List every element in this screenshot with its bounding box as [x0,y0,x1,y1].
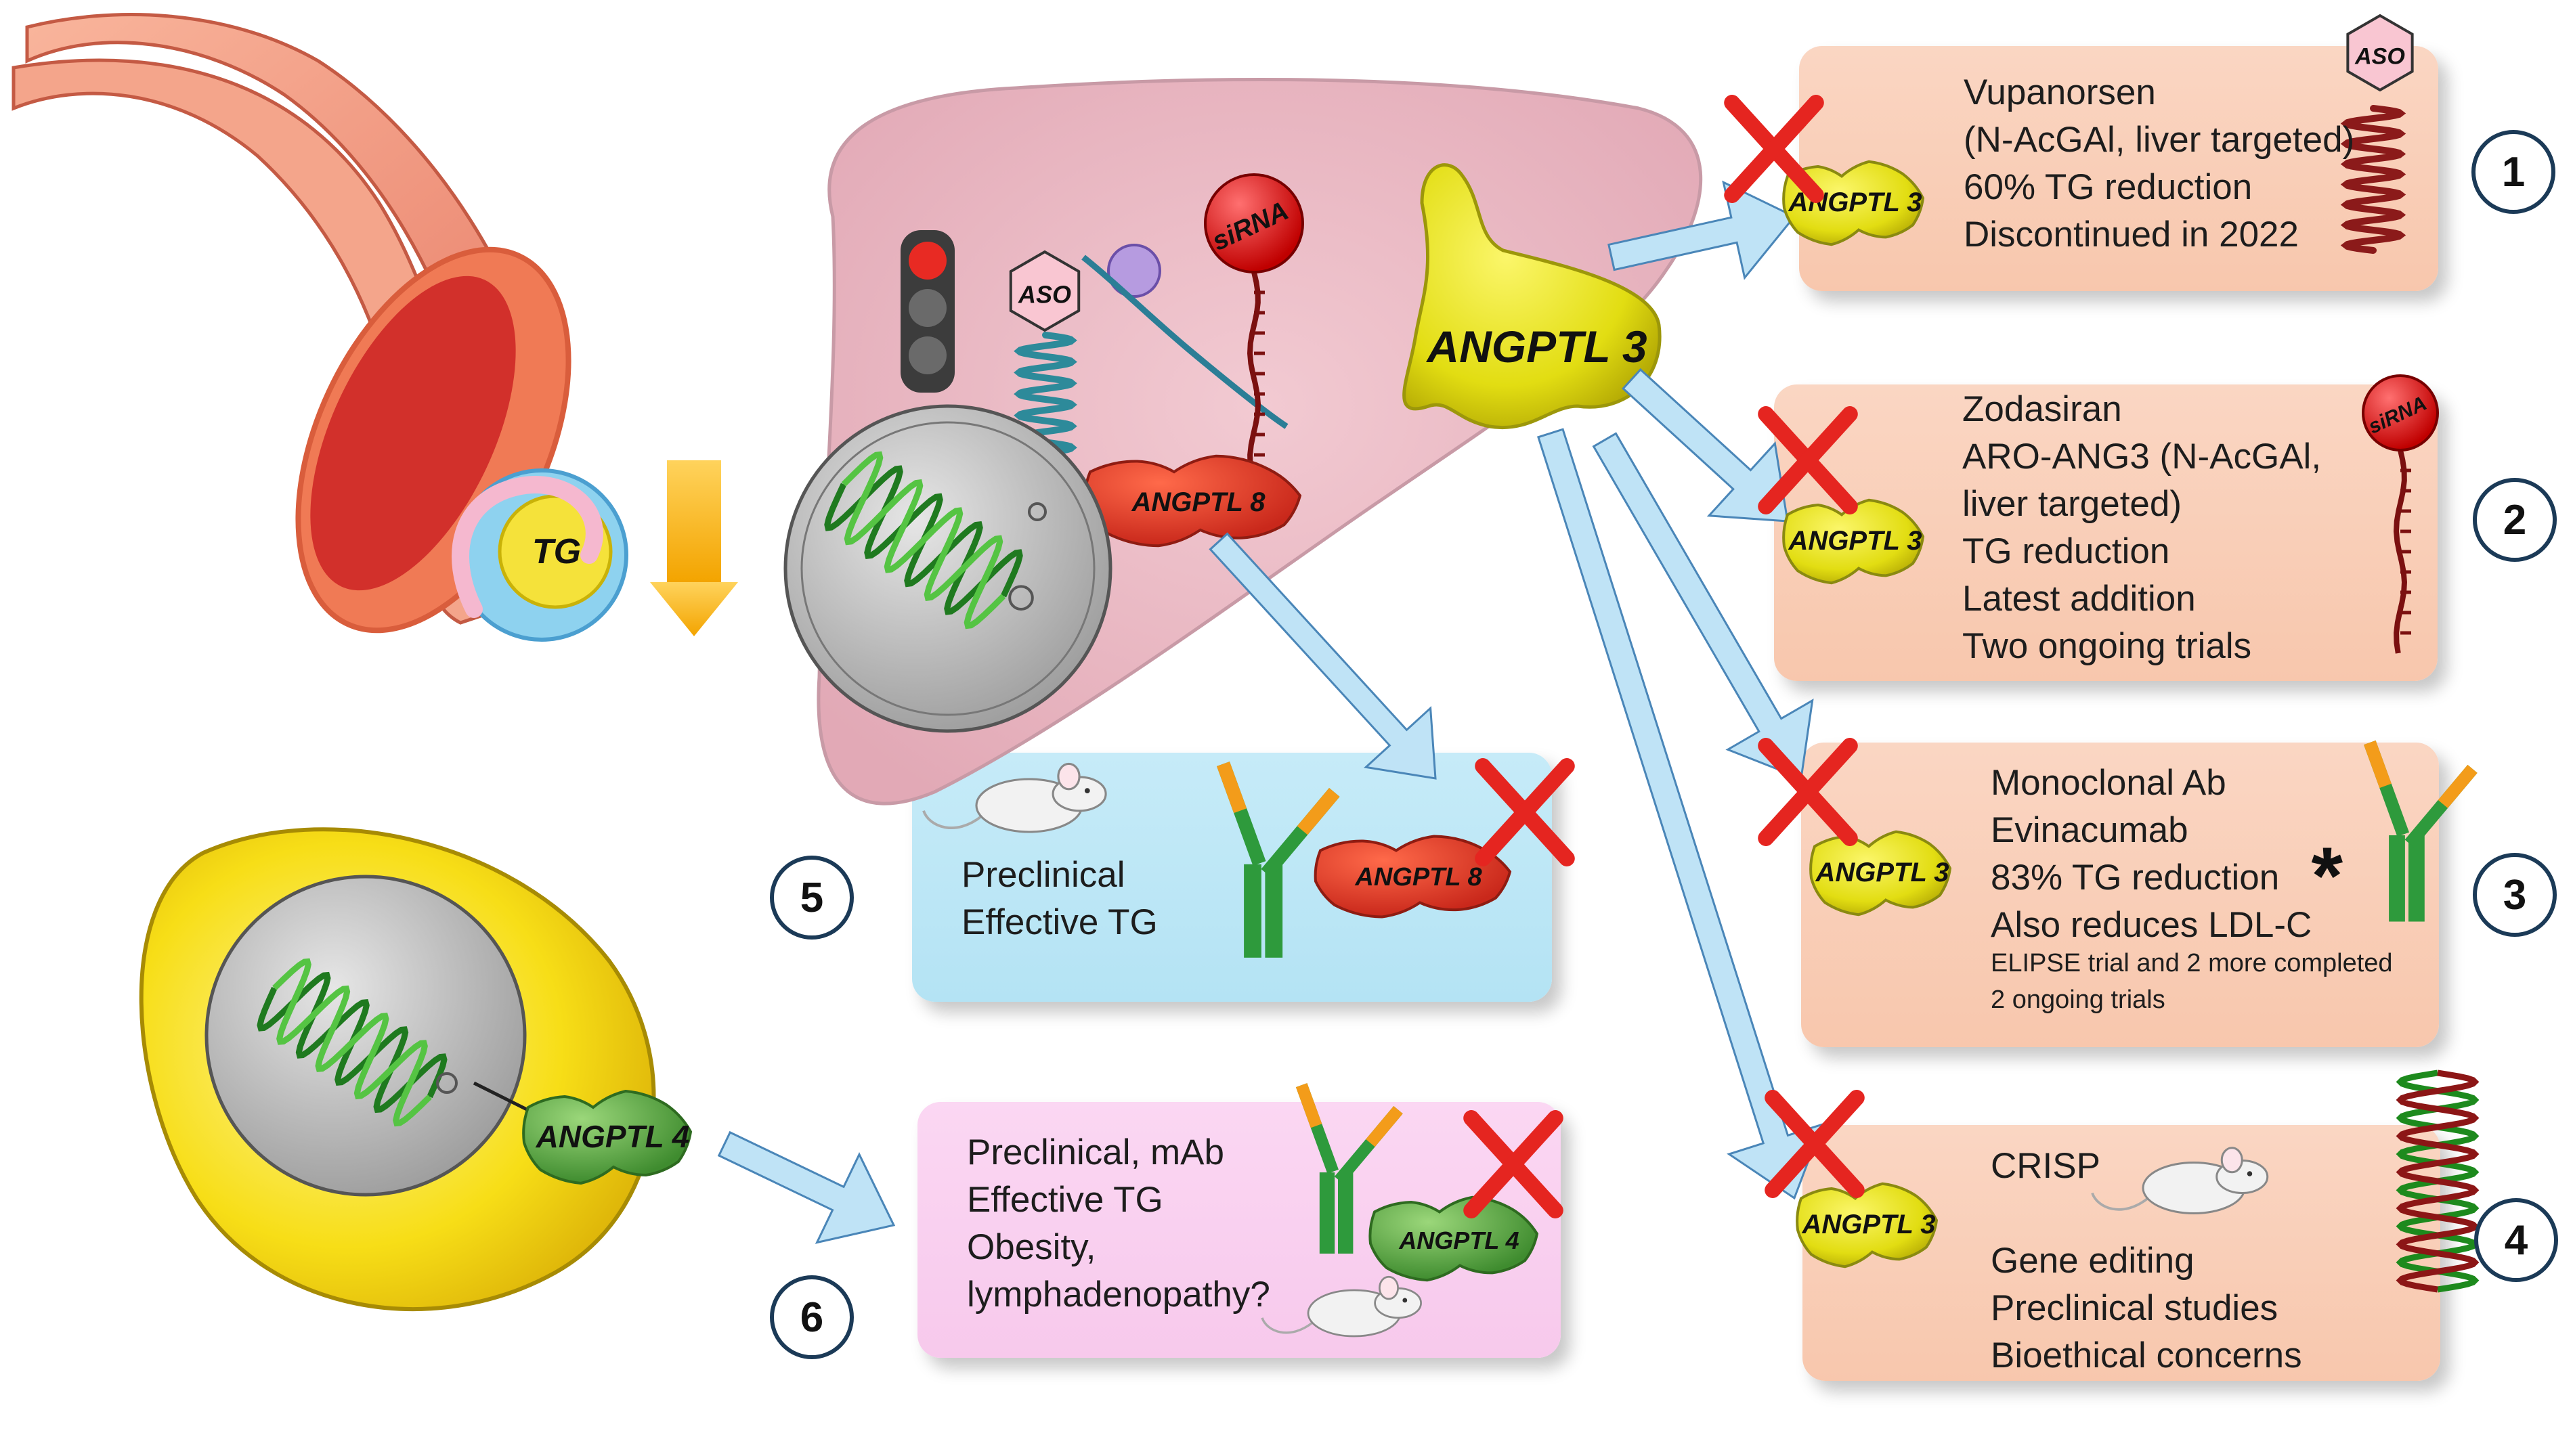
panel-6-line: lymphadenopathy? [967,1275,1270,1315]
angptl4-label: ANGPTL 4 [536,1119,690,1154]
angptl8-label: ANGPTL 8 [1131,487,1266,517]
dna-helix-fat [257,958,448,1127]
vessel-wall [12,58,503,625]
nucleus-body [783,404,1112,733]
traffic-red [909,242,947,280]
panel-4-line: CRISP [1991,1146,2100,1186]
sirna-ball [1204,173,1304,273]
panel-2-line: ARO-ANG3 (N-AcGAl, [1962,437,2322,477]
apolipoprotein [452,476,603,618]
panel-3-line: 83% TG reduction [1991,858,2280,898]
aso-hexagon [1009,250,1081,332]
traffic-off [909,289,947,327]
vessel-lumen [295,246,571,634]
panel-5-line: Preclinical [961,855,1125,895]
fat-cell [139,827,656,1311]
panel-3-line: Monoclonal Ab [1991,763,2226,803]
panel-3-note: 2 ongoing trials [1991,986,2165,1014]
helix-strand [841,451,1006,630]
angptl8-protein [1083,454,1302,548]
helix-strand [824,465,1023,615]
lipoprotein-particle [455,468,628,642]
panel-1-line: Discontinued in 2022 [1964,215,2299,255]
adipocyte-nucleus [204,875,527,1197]
panel-number-6: 6 [770,1275,854,1359]
panel-number-2: 2 [2473,478,2557,562]
panel-2-line: TG reduction [1962,531,2170,571]
panel-4-line: Gene editing [1991,1241,2194,1281]
panel-3-line: Also reduces LDL-C [1991,905,2312,945]
panel-number-3: 3 [2473,853,2557,937]
panel-3-line: Evinacumab [1991,810,2188,850]
nucleus-ring [800,421,1096,716]
arrow-to-panel-5 [1209,532,1437,780]
nuclear-pore [1008,585,1034,611]
panel-1-line: 60% TG reduction [1964,167,2253,207]
panel-number-4: 4 [2474,1198,2558,1282]
panel-6-line: Obesity, [967,1227,1096,1267]
panel-4-line: Bioethical concerns [1991,1336,2302,1375]
traffic-light [901,230,955,393]
panel-1-line: Vupanorsen [1964,72,2156,112]
nuclear-pore [1028,502,1047,521]
nuclear-pore [436,1072,458,1094]
panel-4-line: Preclinical studies [1991,1288,2278,1328]
sirna-liver [1204,173,1304,476]
angptl3-label-main: ANGPTL 3 [1425,322,1647,372]
panel-2-line: Zodasiran [1962,389,2122,429]
ribosome [1107,244,1161,298]
arrow-to-panel-6 [717,1130,896,1244]
down-arrow-head [650,582,738,636]
panel-1-line: (N-AcGAl, liver targeted) [1964,120,2355,160]
down-arrow-shaft [667,460,721,582]
arrow-to-panel-2 [1622,368,1789,523]
traffic-off [909,336,947,374]
dna-helix [824,451,1023,630]
helix-strand [257,971,448,1113]
tg-label: TG [532,532,581,571]
aso-label: ASO [1018,280,1071,308]
aso-coil-liver [1014,332,1077,467]
connector-line [473,1081,557,1126]
vessel-lumen-inner [310,275,516,591]
panel-3-note: ELIPSE trial and 2 more completed [1991,949,2393,977]
helix-strand [272,958,432,1127]
aso-hexagon-liver [1009,250,1081,332]
panel-number-5: 5 [770,856,854,940]
panel-number-1: 1 [2471,130,2555,214]
angptl3-protein-main [1402,163,1662,429]
liver-nucleus [783,404,1112,733]
sirna-tail [1247,271,1261,476]
panel-6-line: Effective TG [967,1180,1163,1220]
sirna-label: siRNA [1207,196,1293,257]
panel-2-line: liver targeted) [1962,484,2182,524]
mrna-strand [1081,255,1289,429]
liver [817,78,1703,806]
panel-5-line: Effective TG [961,902,1158,942]
tg-core [498,494,613,609]
panel-2-line: Two ongoing trials [1962,626,2252,666]
panel-2-line: Latest addition [1962,579,2196,619]
angptl4-protein [522,1089,693,1185]
blood-vessel [25,13,558,436]
arrow-to-panel-1 [1607,180,1796,280]
panel-6-line: Preclinical, mAb [967,1132,1224,1172]
ab-tip [2438,764,2478,808]
